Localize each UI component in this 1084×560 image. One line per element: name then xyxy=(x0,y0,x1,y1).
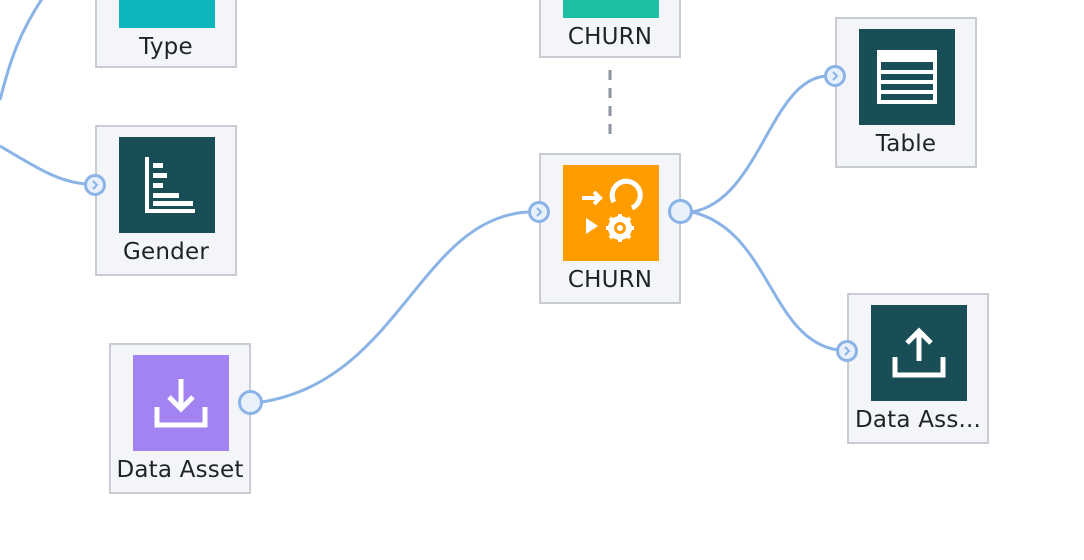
node-churn-nugget[interactable]: CHURN xyxy=(539,0,681,58)
output-port-data-asset[interactable] xyxy=(238,390,263,415)
node-gender[interactable]: Gender xyxy=(95,125,237,276)
input-port-gender[interactable] xyxy=(84,174,106,196)
link-to-type[interactable] xyxy=(0,0,48,101)
node-churn-model[interactable]: CHURN xyxy=(539,153,681,304)
link-churn-table[interactable] xyxy=(691,74,827,214)
node-label: Data Asset xyxy=(116,457,244,483)
node-label: CHURN xyxy=(567,267,653,293)
table-icon xyxy=(859,29,955,125)
link-to-gender[interactable] xyxy=(0,144,87,186)
node-label: Type xyxy=(139,34,193,60)
link-churn-export[interactable] xyxy=(691,210,839,352)
node-label: CHURN xyxy=(567,24,653,50)
type-node-icon xyxy=(119,0,215,28)
node-label: Data Ass... xyxy=(854,407,982,433)
input-port-churn-model[interactable] xyxy=(528,201,550,223)
model-nugget-icon xyxy=(563,0,659,18)
import-icon xyxy=(133,355,229,451)
input-port-table[interactable] xyxy=(824,65,846,87)
input-port-data-asset-export[interactable] xyxy=(836,340,858,362)
node-label: Table xyxy=(875,131,937,157)
node-data-asset-import[interactable]: Data Asset xyxy=(109,343,251,494)
export-icon xyxy=(871,305,967,401)
node-data-asset-export[interactable]: Data Ass... xyxy=(847,293,989,444)
link-dataasset-churn[interactable] xyxy=(261,210,529,404)
bar-chart-icon xyxy=(119,137,215,233)
node-table[interactable]: Table xyxy=(835,17,977,168)
node-type[interactable]: Type xyxy=(95,0,237,68)
model-build-icon xyxy=(563,165,659,261)
node-label: Gender xyxy=(123,239,209,265)
output-port-churn-model[interactable] xyxy=(668,199,693,224)
